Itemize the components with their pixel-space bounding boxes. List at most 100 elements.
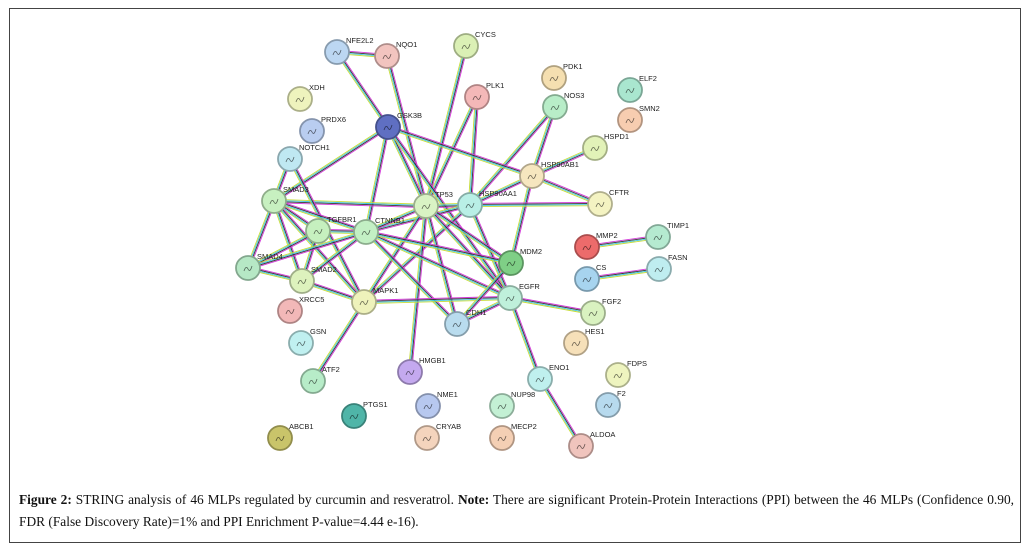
- node-tgfbr1[interactable]: TGFBR1: [305, 215, 357, 244]
- edge-line: [275, 200, 304, 281]
- edge-line: [301, 231, 366, 281]
- node-elf2[interactable]: ELF2: [617, 74, 657, 103]
- node-nup98[interactable]: NUP98: [489, 390, 535, 419]
- node-mecp2[interactable]: MECP2: [489, 422, 537, 451]
- node-label: EGFR: [519, 282, 540, 291]
- node-label: PRDX6: [321, 115, 346, 124]
- node-hmgb1[interactable]: HMGB1: [397, 356, 446, 385]
- edge-line: [387, 127, 532, 177]
- node-label: NQO1: [396, 40, 417, 49]
- node-atf2[interactable]: ATF2: [300, 365, 340, 394]
- node-circle: [277, 146, 303, 172]
- edge-line: [365, 232, 510, 299]
- edge-line: [365, 233, 511, 266]
- node-nfe2l2[interactable]: NFE2L2: [324, 36, 374, 65]
- node-hspd1[interactable]: HSPD1: [582, 132, 629, 161]
- node-circle: [457, 192, 483, 218]
- node-nqo1[interactable]: NQO1: [374, 40, 417, 69]
- node-xdh[interactable]: XDH: [287, 83, 325, 112]
- node-smn2[interactable]: SMN2: [617, 104, 660, 133]
- node-ctnnb1[interactable]: CTNNB1: [353, 216, 405, 245]
- edge-line: [337, 51, 389, 127]
- node-label: MDM2: [520, 247, 542, 256]
- node-gsk3b[interactable]: GSK3B: [375, 111, 422, 140]
- node-hsp90ab1[interactable]: HSP90AB1: [519, 160, 579, 189]
- protein-structure-icon: [307, 128, 317, 135]
- protein-structure-icon: [405, 369, 415, 376]
- protein-structure-icon: [603, 402, 613, 409]
- node-xrcc5[interactable]: XRCC5: [277, 295, 324, 324]
- node-fgf2[interactable]: FGF2: [580, 297, 621, 326]
- node-label: SMN2: [639, 104, 660, 113]
- protein-structure-icon: [576, 443, 586, 450]
- node-mmp2[interactable]: MMP2: [574, 231, 618, 260]
- node-nme1[interactable]: NME1: [415, 390, 458, 419]
- node-fasn[interactable]: FASN: [646, 253, 688, 282]
- node-abcb1[interactable]: ABCB1: [267, 422, 314, 451]
- node-cftr[interactable]: CFTR: [587, 188, 630, 217]
- node-label: HSP90AA1: [479, 189, 517, 198]
- node-label: ATF2: [322, 365, 340, 374]
- node-timp1[interactable]: TIMP1: [645, 221, 689, 250]
- node-circle: [582, 135, 608, 161]
- node-pdk1[interactable]: PDK1: [541, 62, 583, 91]
- node-cs[interactable]: CS: [574, 263, 606, 292]
- edge-MDM2-CDH1: [455, 261, 513, 326]
- edge-line: [272, 201, 364, 304]
- edge-line: [364, 232, 457, 326]
- protein-structure-icon: [361, 229, 371, 236]
- node-hes1[interactable]: HES1: [563, 327, 605, 356]
- node-label: HES1: [585, 327, 605, 336]
- node-ptgs1[interactable]: PTGS1: [341, 400, 388, 429]
- node-eno1[interactable]: ENO1: [527, 363, 569, 392]
- node-notch1[interactable]: NOTCH1: [277, 143, 330, 172]
- node-label: GSN: [310, 327, 326, 336]
- node-cryab[interactable]: CRYAB: [414, 422, 461, 451]
- node-hsp90aa1[interactable]: HSP90AA1: [457, 189, 517, 218]
- edge-line: [312, 301, 364, 381]
- node-gsn[interactable]: GSN: [288, 327, 326, 356]
- protein-structure-icon: [295, 96, 305, 103]
- node-circle: [375, 114, 401, 140]
- protein-structure-icon: [275, 435, 285, 442]
- edge-line: [274, 199, 367, 231]
- node-mapk1[interactable]: MAPK1: [351, 286, 398, 315]
- edge-line: [300, 230, 366, 281]
- node-label: CYCS: [475, 30, 496, 39]
- node-circle: [299, 118, 325, 144]
- edge-line: [363, 205, 426, 302]
- node-tp53[interactable]: TP53: [413, 190, 453, 219]
- node-aldoa[interactable]: ALDOA: [568, 430, 615, 459]
- node-f2[interactable]: F2: [595, 389, 626, 418]
- node-cdh1[interactable]: CDH1: [444, 308, 486, 337]
- node-label: XDH: [309, 83, 325, 92]
- node-smad4[interactable]: SMAD4: [235, 252, 283, 281]
- node-circle: [289, 268, 315, 294]
- protein-structure-icon: [243, 265, 253, 272]
- node-cycs[interactable]: CYCS: [453, 30, 496, 59]
- node-fdps[interactable]: FDPS: [605, 359, 647, 388]
- node-label: NOTCH1: [299, 143, 330, 152]
- edge-line: [468, 105, 555, 205]
- node-label: CRYAB: [436, 422, 461, 431]
- node-label: CFTR: [609, 188, 630, 197]
- node-prdx6[interactable]: PRDX6: [299, 115, 346, 144]
- node-egfr[interactable]: EGFR: [497, 282, 540, 311]
- protein-structure-icon: [588, 310, 598, 317]
- edge-line: [388, 126, 533, 176]
- node-circle: [574, 234, 600, 260]
- node-mdm2[interactable]: MDM2: [498, 247, 542, 276]
- protein-structure-icon: [595, 201, 605, 208]
- node-label: FDPS: [627, 359, 647, 368]
- node-nos3[interactable]: NOS3: [542, 91, 584, 120]
- note-label: Note:: [457, 492, 490, 507]
- node-smad2[interactable]: SMAD2: [289, 265, 337, 294]
- edge-line: [471, 97, 480, 206]
- node-smad3[interactable]: SMAD3: [261, 185, 309, 214]
- edge-CTNNB1-EGFR: [365, 230, 511, 300]
- protein-structure-icon: [549, 75, 559, 82]
- edge-TP53-MDM2: [424, 204, 513, 265]
- edge-line: [248, 232, 367, 269]
- edge-line: [426, 205, 512, 263]
- node-plk1[interactable]: PLK1: [464, 81, 504, 110]
